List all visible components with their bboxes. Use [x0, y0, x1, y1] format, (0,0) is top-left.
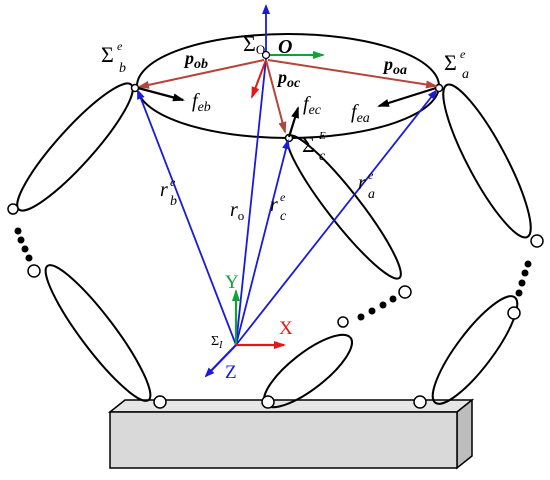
label-r-a: r — [358, 172, 366, 194]
force-vectors — [137, 86, 437, 138]
sup-e-rc: e — [280, 190, 286, 204]
sup-e-rb: e — [170, 175, 176, 189]
label-sigma-b: Σ — [101, 42, 114, 67]
object-frame — [251, 50, 325, 99]
sup-e-a: e — [460, 47, 466, 61]
sup-e-b: e — [117, 39, 123, 53]
joint-circles — [7, 203, 544, 409]
label-f-ea: fea — [351, 101, 370, 126]
sup-E-c: E — [318, 130, 326, 142]
label-f-eb: feb — [192, 90, 211, 115]
label-r-b: r — [160, 179, 168, 201]
label-sigma-a: Σ — [444, 50, 457, 75]
sub-a-ra: a — [368, 187, 375, 202]
label-sigma-i: ΣI — [211, 334, 223, 351]
label-f-ec: fec — [303, 93, 322, 118]
label-r-o: ro — [230, 199, 244, 223]
position-vectors — [137, 4, 438, 346]
label-r-c: r — [270, 194, 278, 216]
axis-label-x: X — [279, 318, 293, 339]
label-sigma-o: ΣO — [243, 31, 265, 57]
sub-c: c — [319, 149, 326, 164]
contact-points — [130, 83, 444, 143]
ellipsis-dots — [14, 227, 532, 321]
finger-links — [16, 82, 532, 409]
base-block — [107, 398, 475, 470]
axis-label-z: Z — [225, 362, 237, 383]
p-vectors — [137, 59, 438, 134]
label-p-oc: poc — [276, 67, 301, 91]
label-p-oa: poa — [382, 54, 407, 78]
sub-b: b — [119, 61, 126, 76]
sub-c-rc: c — [280, 209, 287, 224]
label-sigma-c: Σ — [302, 132, 315, 157]
label-p-ob: pob — [183, 48, 208, 72]
sup-e-ra: e — [368, 168, 374, 182]
axis-label-y: Y — [225, 272, 239, 293]
sub-b-rb: b — [170, 194, 177, 209]
label-object-origin: O — [278, 36, 292, 58]
base-frame — [204, 289, 286, 378]
sub-a: a — [462, 67, 469, 82]
